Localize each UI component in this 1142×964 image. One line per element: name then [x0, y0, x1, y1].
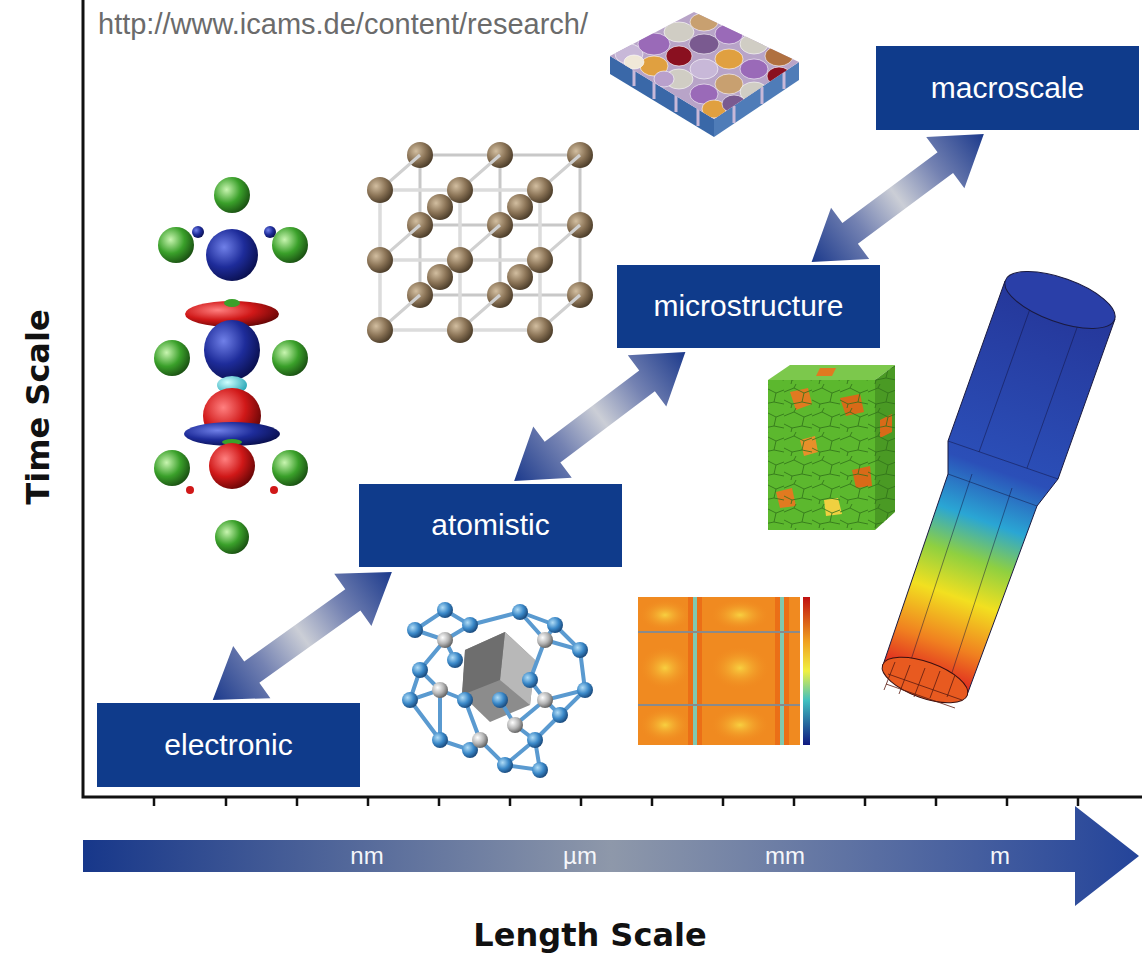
- unit-label: mm: [765, 842, 805, 870]
- unit-label: nm: [350, 842, 383, 870]
- scale-name: microstructure: [653, 289, 843, 324]
- scale-box: electronic: [97, 703, 360, 787]
- field-plot: [638, 597, 810, 745]
- scale-band: [83, 806, 1139, 906]
- scale-name: electronic: [164, 728, 292, 763]
- orbital-picture: [154, 177, 308, 554]
- scale-name: macroscale: [931, 71, 1084, 106]
- scale-arrow: [514, 352, 685, 481]
- axes: [83, 0, 1142, 806]
- scale-arrow: [812, 134, 984, 262]
- axis-title: Time Scale: [20, 309, 57, 504]
- scale-box: microstructure: [617, 265, 880, 348]
- grain-cube: [768, 365, 895, 530]
- unit-label: µm: [563, 842, 597, 870]
- source-url: http://www.icams.de/content/research/: [98, 8, 588, 41]
- scale-name: atomistic: [431, 508, 549, 543]
- grain-slab: [610, 12, 799, 137]
- axis-title: Length Scale: [473, 917, 706, 954]
- scale-arrow: [213, 572, 392, 700]
- scale-box: macroscale: [876, 46, 1139, 130]
- atom-cluster: [402, 602, 593, 778]
- unit-label: m: [990, 842, 1010, 870]
- scale-box: atomistic: [359, 484, 622, 567]
- specimen-cylinder: [877, 260, 1122, 712]
- crystal-lattice: [367, 142, 593, 343]
